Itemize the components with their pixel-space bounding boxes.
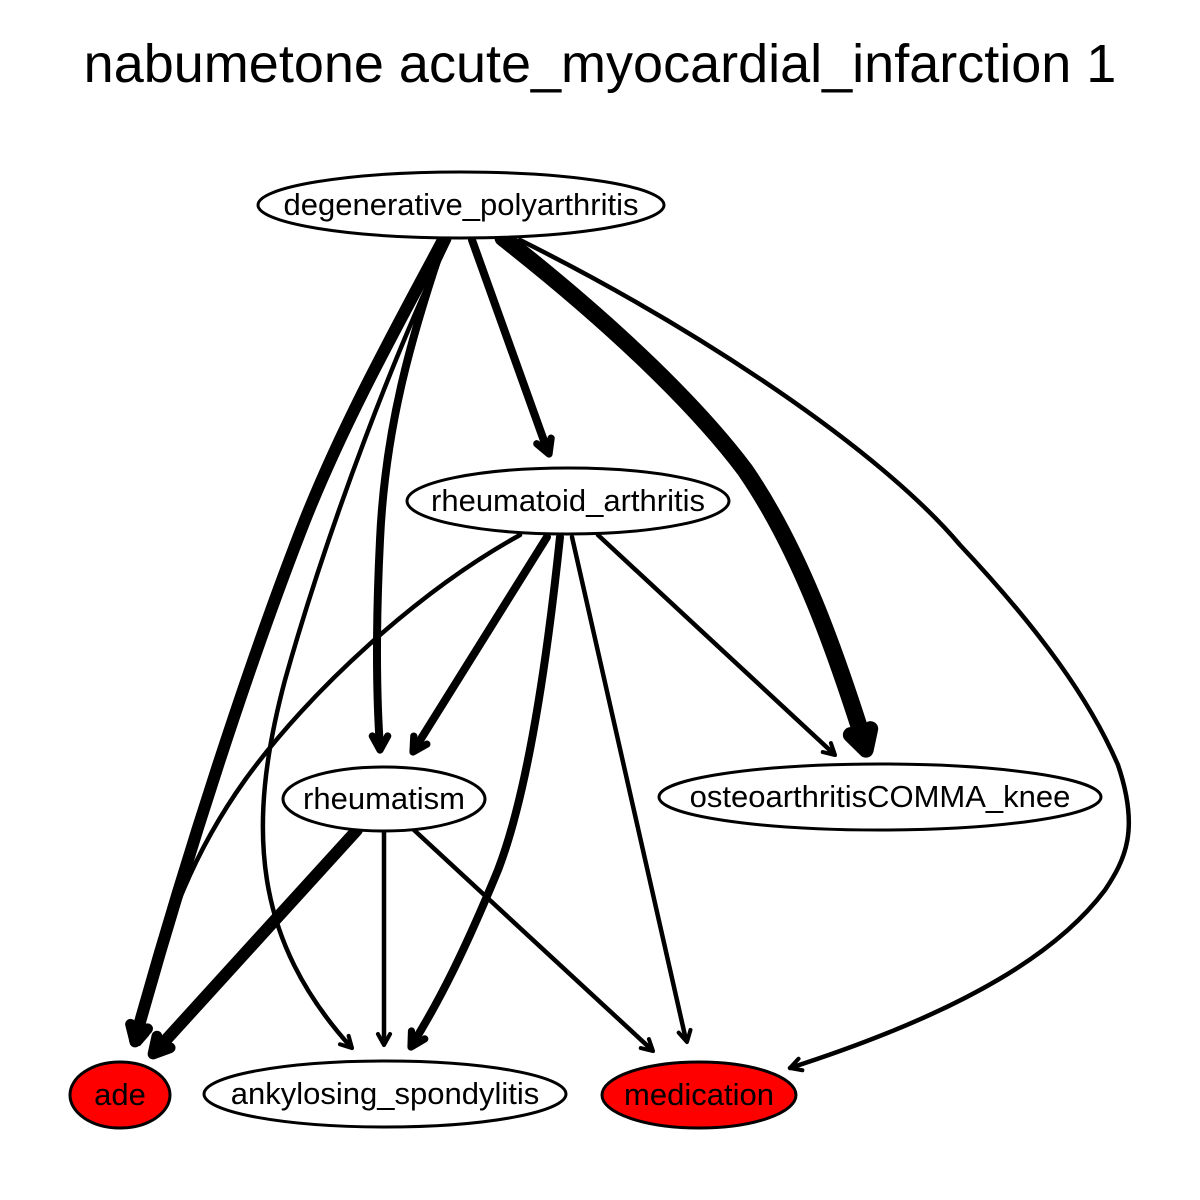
- arrowhead: [533, 434, 555, 458]
- node-label: ankylosing_spondylitis: [231, 1076, 539, 1111]
- arrowhead: [337, 1033, 355, 1051]
- edge-line: [373, 236, 448, 752]
- edge-degenerative_polyarthritis-to-rheumatism: [368, 236, 448, 754]
- node-osteoarthritisCOMMA_knee: osteoarthritisCOMMA_knee: [657, 762, 1103, 832]
- node-label: ade: [94, 1077, 146, 1112]
- edge-line: [408, 533, 564, 1049]
- arrowhead: [147, 1030, 176, 1060]
- edge-line: [410, 533, 551, 754]
- node-medication: medication: [600, 1060, 798, 1130]
- edge-line: [149, 824, 363, 1058]
- arrowhead: [638, 1037, 656, 1054]
- edge-line: [411, 827, 655, 1053]
- arrowhead: [820, 741, 838, 758]
- node-ellipse: [281, 765, 487, 833]
- node-ellipse: [405, 466, 731, 536]
- arrowhead: [409, 732, 431, 756]
- nodes-layer: degenerative_polyarthritis rheumatoid_art…: [68, 170, 1103, 1130]
- arrowhead: [787, 1056, 805, 1073]
- node-label: degenerative_polyarthritis: [284, 187, 639, 222]
- edge-rheumatoid_arthritis-to-ade: [133, 532, 523, 1047]
- node-ellipse: [657, 762, 1103, 832]
- edge-rheumatoid_arthritis-to-ankylosing_spondylitis: [407, 533, 564, 1051]
- edge-line: [595, 532, 837, 757]
- edge-rheumatoid_arthritis-to-medication: [569, 534, 693, 1045]
- edge-degenerative_polyarthritis-to-rheumatoid_arthritis: [468, 236, 555, 458]
- node-ellipse: [68, 1060, 172, 1130]
- edge-line: [517, 237, 1132, 1071]
- node-ellipse: [256, 170, 666, 240]
- node-degenerative_polyarthritis: degenerative_polyarthritis: [256, 170, 666, 240]
- edge-degenerative_polyarthritis-to-medication: [517, 237, 1132, 1073]
- edge-line: [137, 532, 523, 1043]
- edge-rheumatoid_arthritis-to-rheumatism: [409, 533, 551, 756]
- node-rheumatism: rheumatism: [281, 765, 487, 833]
- edge-line: [494, 229, 874, 754]
- edge-rheumatoid_arthritis-to-osteoarthritisCOMMA_knee: [595, 532, 838, 758]
- edge-line: [569, 534, 689, 1043]
- edge-rheumatism-to-ade: [147, 824, 363, 1060]
- edge-degenerative_polyarthritis-to-osteoarthritisCOMMA_knee: [494, 229, 879, 758]
- arrowhead: [676, 1027, 693, 1045]
- node-label: rheumatism: [303, 781, 465, 816]
- node-label: medication: [624, 1077, 774, 1112]
- arrowhead: [407, 1027, 429, 1051]
- node-label: rheumatoid_arthritis: [431, 483, 705, 518]
- node-rheumatoid_arthritis: rheumatoid_arthritis: [405, 466, 731, 536]
- node-ankylosing_spondylitis: ankylosing_spondylitis: [202, 1059, 568, 1129]
- edge-rheumatism-to-medication: [411, 827, 656, 1054]
- graph-title: nabumetone acute_myocardial_infarction 1: [84, 34, 1117, 94]
- node-label: osteoarthritisCOMMA_knee: [690, 779, 1071, 814]
- node-ellipse: [600, 1060, 798, 1130]
- arrowhead: [133, 1029, 150, 1047]
- node-ellipse: [202, 1059, 568, 1129]
- edges-layer: [125, 229, 1132, 1073]
- edge-line: [468, 236, 552, 456]
- edge-line: [260, 237, 452, 1049]
- edge-line: [129, 234, 449, 1046]
- edge-rheumatism-to-ankylosing_spondylitis: [375, 829, 393, 1048]
- arrowhead: [368, 732, 392, 754]
- arrowhead: [375, 1031, 393, 1048]
- node-ade: ade: [68, 1060, 172, 1130]
- edge-degenerative_polyarthritis-to-ankylosing_spondylitis: [260, 237, 452, 1051]
- arrowhead: [842, 721, 879, 758]
